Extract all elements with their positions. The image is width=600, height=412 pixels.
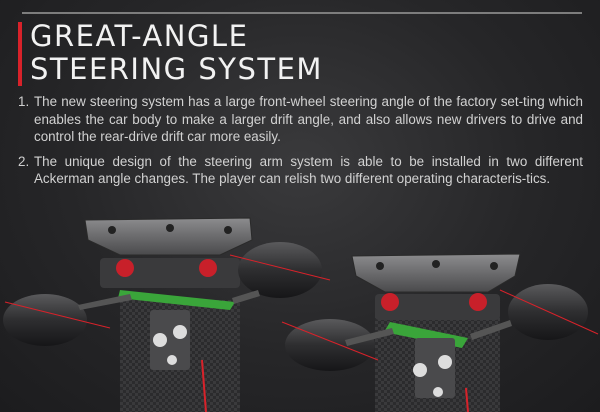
pivot <box>173 325 187 339</box>
steering-arm <box>118 290 235 310</box>
top-brace-plate <box>84 217 253 256</box>
red-bearing <box>469 293 487 311</box>
axle-guide-line <box>229 254 331 281</box>
center-post <box>415 338 455 398</box>
feature-list: 1. The new steering system has a large f… <box>18 93 583 195</box>
feature-number: 2. <box>18 153 30 169</box>
front-wheel-left <box>3 294 87 346</box>
pivot <box>413 363 427 377</box>
red-bearing <box>199 259 217 277</box>
tie-rod <box>345 328 394 346</box>
pivot <box>433 387 443 397</box>
red-bearing <box>381 293 399 311</box>
front-wheel-right <box>238 242 322 298</box>
upper-arm-block <box>375 294 500 320</box>
steering-assembly-illustration <box>0 210 600 412</box>
front-wheel-left <box>285 319 375 371</box>
screw <box>432 260 440 268</box>
feature-item: 2. The unique design of the steering arm… <box>18 153 583 188</box>
screw <box>108 226 116 234</box>
feature-text: The new steering system has a large fron… <box>34 94 583 144</box>
title-line-2: STEERING SYSTEM <box>30 52 323 86</box>
steering-assembly-right <box>281 253 599 412</box>
red-bearing <box>116 259 134 277</box>
title-accent-bar <box>18 22 22 86</box>
pivot <box>438 355 452 369</box>
top-divider <box>22 12 582 14</box>
feature-item: 1. The new steering system has a large f… <box>18 93 583 146</box>
screw <box>490 262 498 270</box>
steering-assembly-left <box>3 217 331 412</box>
red-marker <box>465 387 469 412</box>
screw <box>166 224 174 232</box>
axle-guide-line <box>499 289 599 335</box>
red-marker <box>201 359 207 412</box>
page-title: GREAT-ANGLE STEERING SYSTEM <box>30 20 323 86</box>
axle-guide-line <box>4 301 111 329</box>
pivot <box>167 355 177 365</box>
tie-rod <box>232 290 260 304</box>
feature-text: The unique design of the steering arm sy… <box>34 153 583 187</box>
screw <box>376 262 384 270</box>
tie-rod <box>470 320 512 340</box>
title-line-1: GREAT-ANGLE <box>30 19 249 53</box>
screw <box>224 226 232 234</box>
tie-rod <box>78 294 132 310</box>
axle-guide-line <box>281 321 379 361</box>
top-brace-plate <box>351 253 521 293</box>
feature-number: 1. <box>18 94 30 109</box>
pivot <box>153 333 167 347</box>
